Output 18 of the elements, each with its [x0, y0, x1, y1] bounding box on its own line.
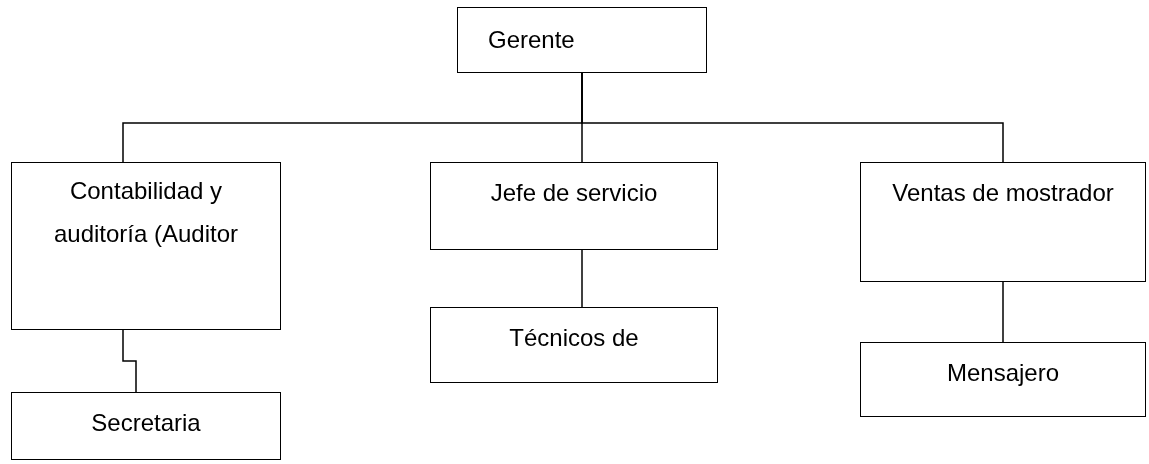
org-box [860, 342, 1146, 417]
box-label: Jefe de servicio [489, 178, 659, 208]
org-box [860, 162, 1146, 282]
org-box [11, 392, 281, 460]
box-label: Secretaria [90, 408, 202, 438]
org-box [11, 162, 281, 330]
connector-line [1002, 281, 1004, 343]
box-label: Contabilidad y auditoría (Auditor [52, 176, 240, 249]
connector-line [581, 249, 583, 308]
box-label: Gerente [488, 25, 576, 55]
box-label: Mensajero [945, 358, 1061, 388]
connector-line [122, 329, 137, 393]
org-box [430, 307, 718, 383]
org-box [430, 162, 718, 250]
box-label: Ventas de mostrador [891, 178, 1115, 208]
connector-line [581, 72, 1004, 163]
box-label: Técnicos de [508, 323, 640, 353]
org-box [457, 7, 707, 73]
